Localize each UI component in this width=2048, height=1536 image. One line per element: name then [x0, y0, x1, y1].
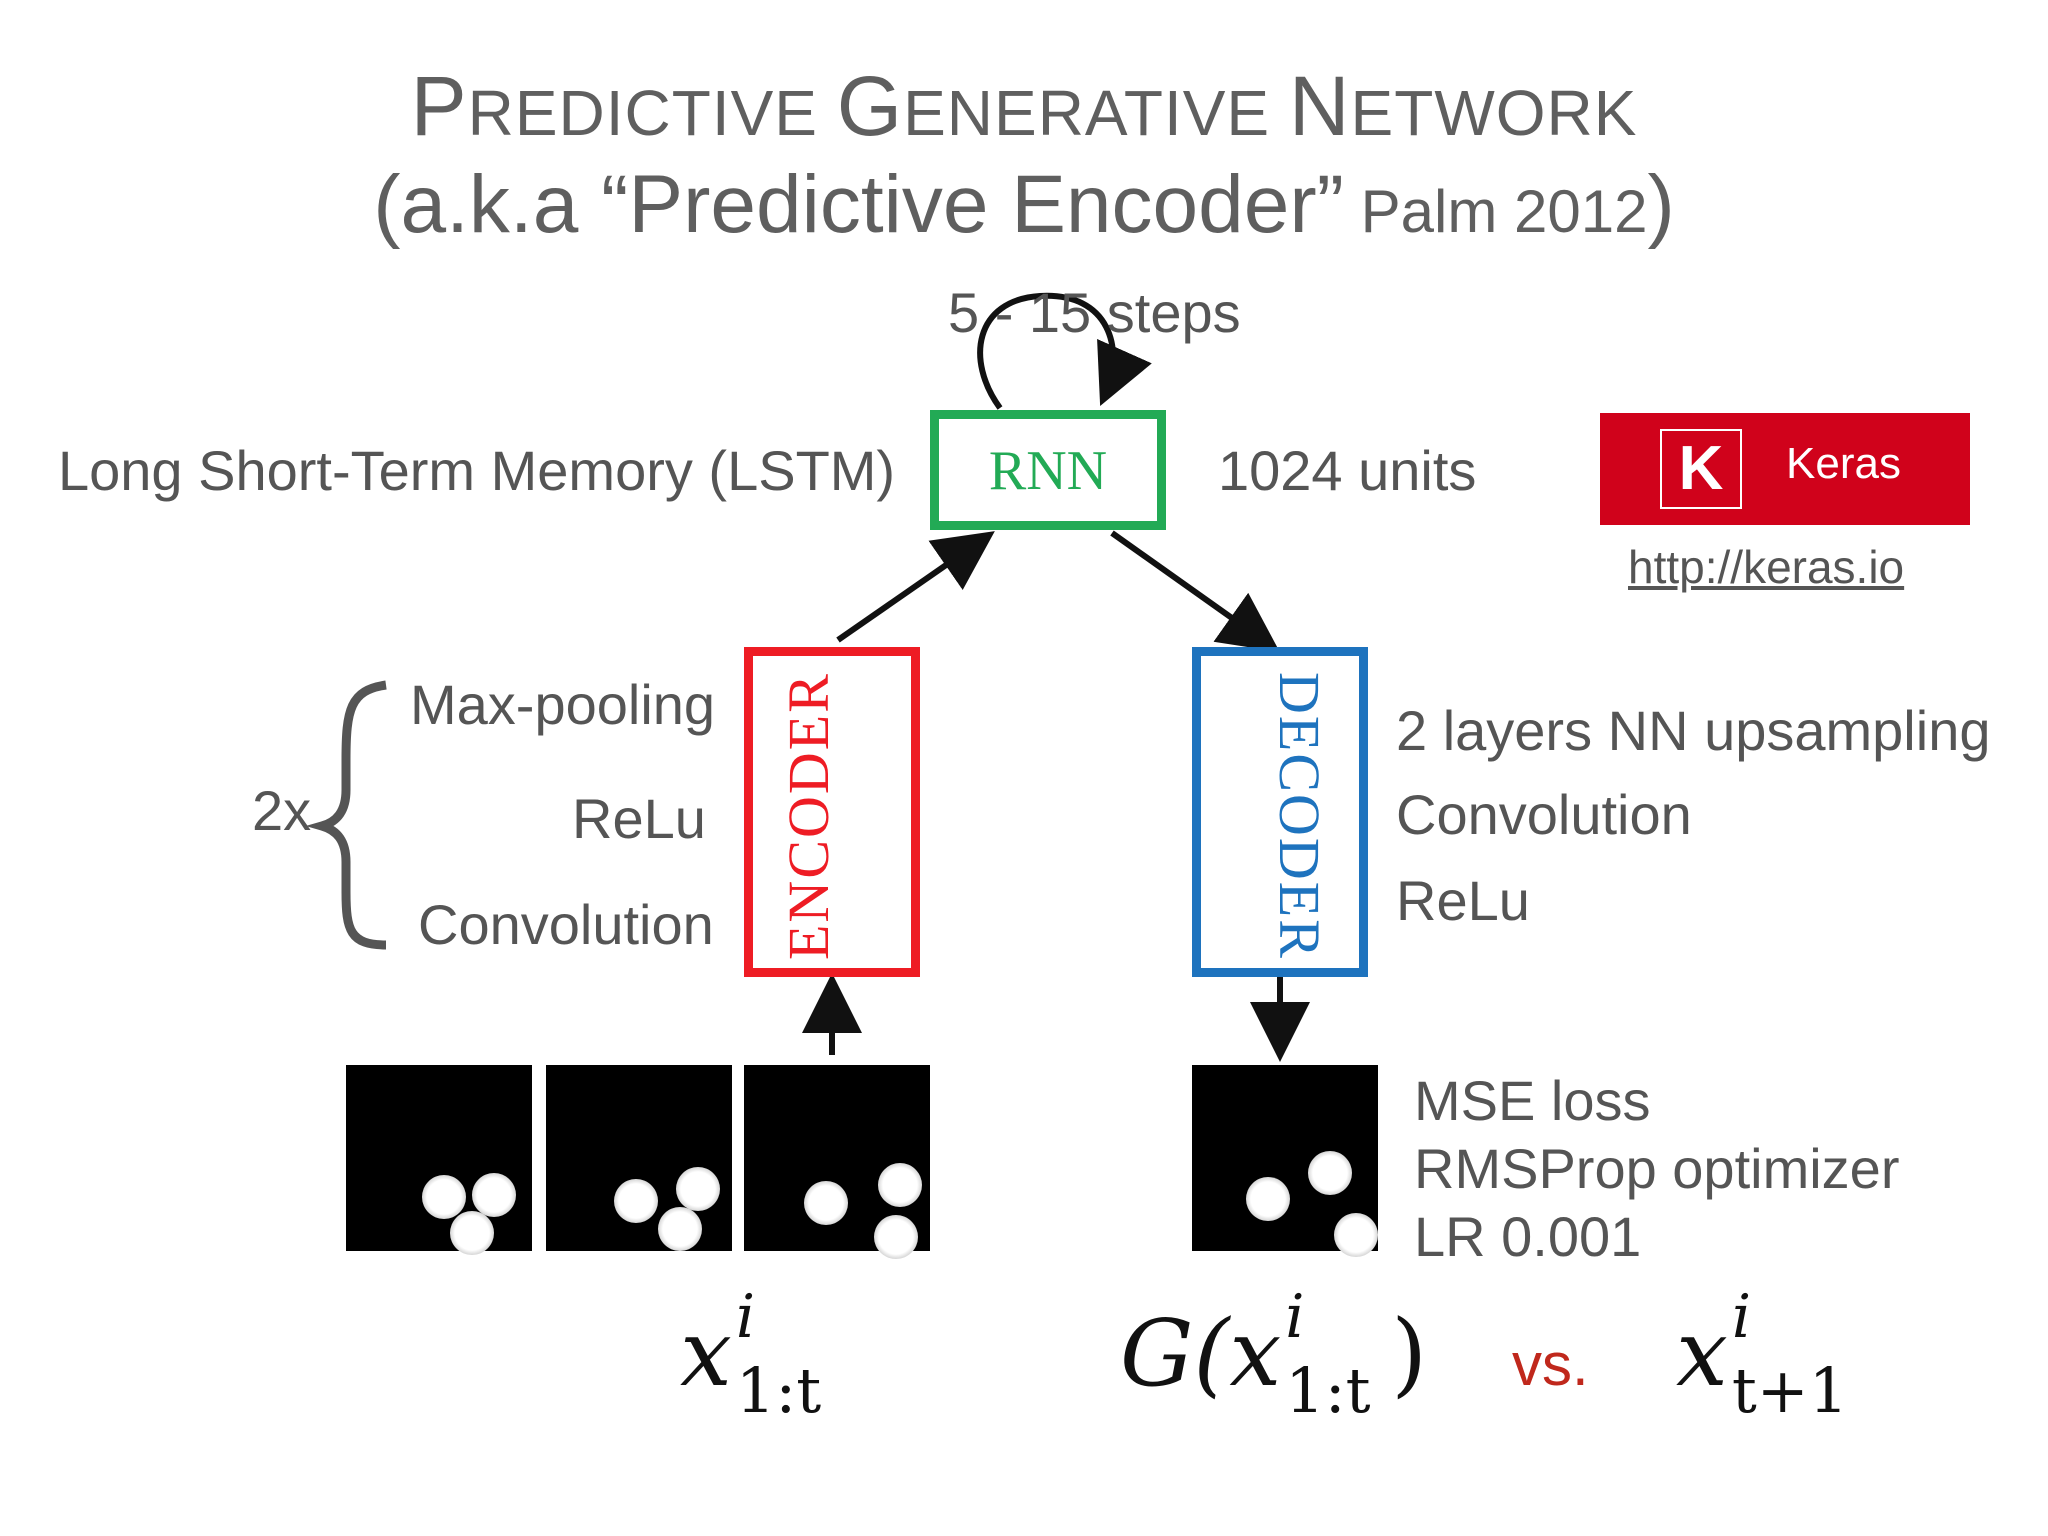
loop-arrow-icon: [977, 292, 1152, 410]
encoder-repeat-label: 2x: [252, 779, 312, 842]
target-math: x i t+1: [1676, 1282, 1849, 1427]
training-lr: LR 0.001: [1414, 1205, 1642, 1268]
keras-name: Keras: [1786, 439, 1901, 488]
arrow-icon: [836, 531, 995, 643]
rnn-units-label: 1024 units: [1218, 439, 1477, 502]
arrow-icon: [1110, 530, 1280, 652]
output-math: G(x i 1:t ): [1120, 1282, 1428, 1427]
encoder-box-label: ENCODER: [776, 672, 841, 960]
decoder-layer-relu: ReLu: [1396, 869, 1530, 932]
curly-brace-icon: [305, 680, 387, 950]
training-optimizer: RMSProp optimizer: [1414, 1137, 1900, 1200]
encoder-box: ENCODER: [744, 647, 920, 977]
title-line-1: PREDICTIVE GENERATIVE NETWORK: [410, 59, 1638, 153]
encoder-layer-maxpool: Max-pooling: [410, 673, 716, 736]
rnn-box-label: RNN: [988, 440, 1108, 502]
input-frame-2: [546, 1065, 732, 1251]
decoder-box: DECODER: [1192, 647, 1368, 977]
decoder-layer-conv: Convolution: [1396, 783, 1692, 846]
input-math: x i 1:t: [680, 1282, 822, 1427]
decoder-box-label: DECODER: [1267, 672, 1332, 960]
input-frame-3: [744, 1065, 930, 1259]
input-frame-1: [346, 1065, 532, 1255]
keras-logo-icon: K Keras: [1600, 413, 1970, 525]
title-line-2: (a.k.a “Predictive Encoder” Palm 2012): [373, 159, 1675, 250]
vs-label: vs.: [1512, 1331, 1589, 1398]
encoder-layer-conv: Convolution: [418, 893, 714, 956]
decoder-layer-upsampling: 2 layers NN upsampling: [1396, 699, 1991, 762]
rnn-lstm-label: Long Short-Term Memory (LSTM): [58, 439, 896, 502]
training-loss: MSE loss: [1414, 1069, 1651, 1132]
output-frame: [1192, 1065, 1378, 1257]
keras-k-icon: K: [1660, 429, 1742, 509]
encoder-layer-relu: ReLu: [572, 787, 706, 850]
rnn-steps-label: 5 - 15 steps: [948, 281, 1241, 344]
rnn-box: RNN: [930, 410, 1166, 530]
keras-link[interactable]: http://keras.io: [1628, 541, 1905, 593]
